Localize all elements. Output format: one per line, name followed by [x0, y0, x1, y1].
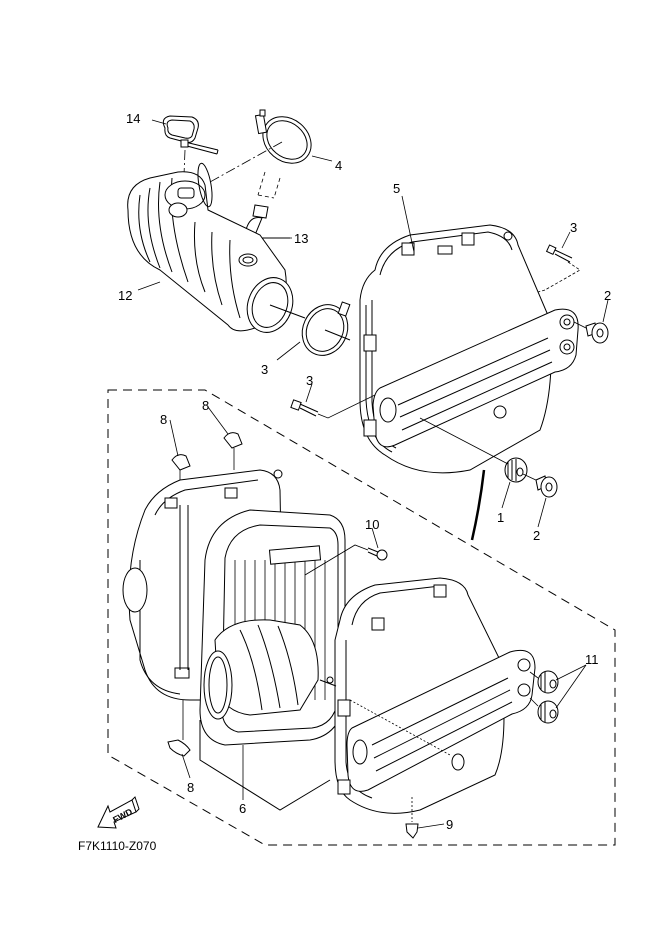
callout-10: 10 — [365, 517, 379, 532]
clip-part-8-b — [223, 432, 243, 470]
callout-6: 5 — [393, 181, 400, 196]
callout-11: 11 — [585, 652, 599, 667]
clip-part-8-c — [167, 700, 191, 757]
callout-8-bottom: 8 — [187, 780, 194, 795]
collar-part-2-upper — [573, 321, 609, 344]
drawing-code: F7K1110-Z070 — [78, 839, 157, 853]
callout-2-upper: 2 — [604, 288, 611, 303]
callout-3-lower: 3 — [306, 373, 313, 388]
duct-boot — [203, 619, 319, 720]
hose-clamp-part-5 — [209, 109, 312, 183]
bolt-part-3-lower — [290, 394, 376, 419]
callout-12: 12 — [118, 288, 132, 303]
collar-part-2-lower — [535, 475, 558, 498]
callout-2-lower: 2 — [533, 528, 540, 543]
band-part-14 — [162, 115, 219, 201]
callout-4: 3 — [261, 362, 268, 377]
callout-1: 1 — [497, 510, 504, 525]
fwd-arrow-icon: FWD — [97, 796, 140, 829]
callout-8-top-right: 8 — [202, 398, 209, 413]
callout-5: 4 — [335, 158, 342, 173]
grommets-part-11 — [529, 670, 559, 724]
callout-9: 9 — [446, 817, 453, 832]
callout-13: 13 — [294, 231, 308, 246]
bolt-part-3-upper — [537, 244, 581, 293]
screw-part-10 — [304, 544, 388, 576]
leader-lines — [137, 119, 609, 779]
grommet-part-1 — [419, 417, 539, 483]
case-assembly-part-6 — [359, 224, 579, 474]
hose-clamp-part-4 — [301, 301, 351, 356]
drain-plug-part-9 — [405, 797, 445, 839]
intake-duct-part-12 — [127, 162, 306, 333]
callout-3-upper: 3 — [570, 220, 577, 235]
callout-8-top-left: 8 — [160, 412, 167, 427]
case-lower-right — [319, 577, 536, 814]
callout-14: 14 — [126, 111, 140, 126]
assembly-pointer-line — [470, 469, 486, 541]
subassembly-boundary — [107, 389, 616, 846]
callout-7: 6 — [239, 801, 246, 816]
